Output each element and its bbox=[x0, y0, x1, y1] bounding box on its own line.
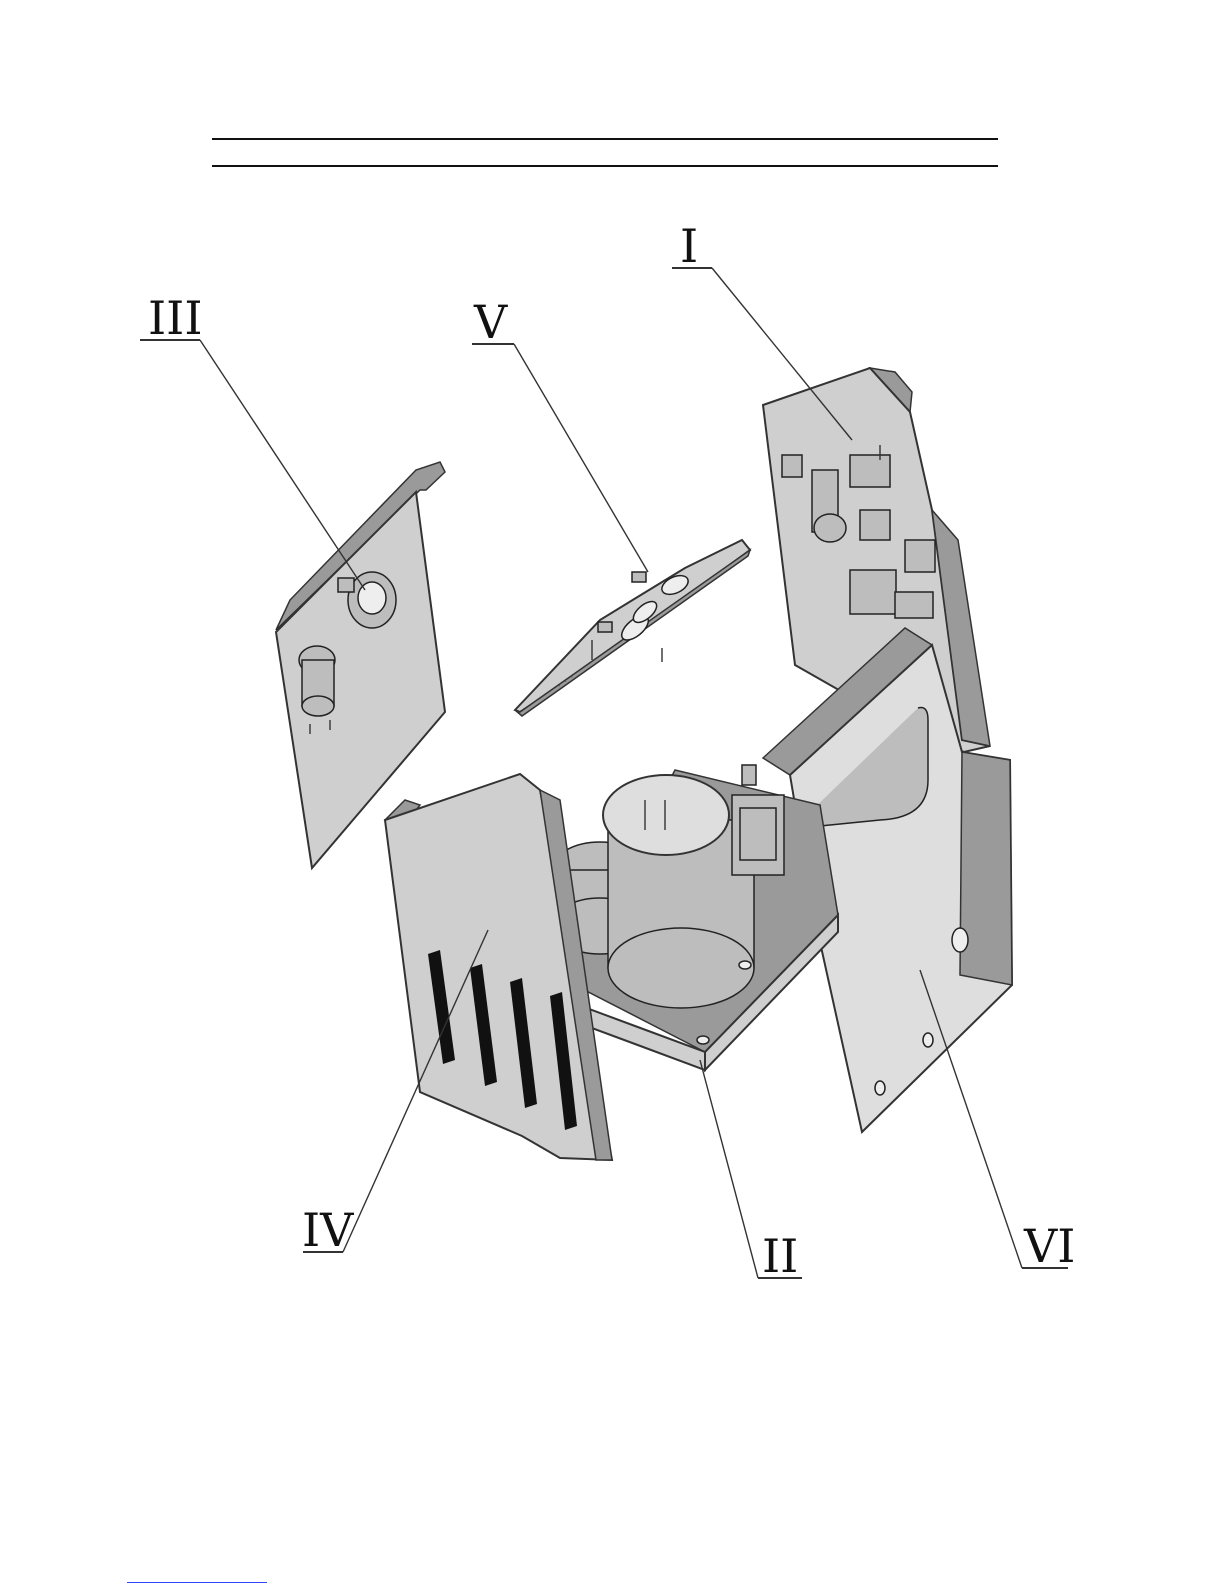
panel-iv bbox=[385, 774, 612, 1160]
base-ii bbox=[552, 765, 838, 1070]
callout-label-iii: III bbox=[148, 291, 203, 345]
panel-iii bbox=[276, 462, 445, 868]
callout-label-ii: II bbox=[762, 1229, 798, 1283]
callout-label-v: V bbox=[473, 295, 508, 349]
leader-line-iii bbox=[200, 340, 365, 590]
leader-line-v bbox=[514, 344, 648, 572]
callout-label-i: I bbox=[680, 219, 698, 273]
leader-line-ii bbox=[700, 1060, 758, 1278]
callout-label-vi: VI bbox=[1023, 1219, 1075, 1273]
panel-v: · · · bbox=[515, 540, 750, 716]
callout-label-iv: IV bbox=[302, 1203, 354, 1257]
footer-link-underline bbox=[127, 1582, 267, 1583]
